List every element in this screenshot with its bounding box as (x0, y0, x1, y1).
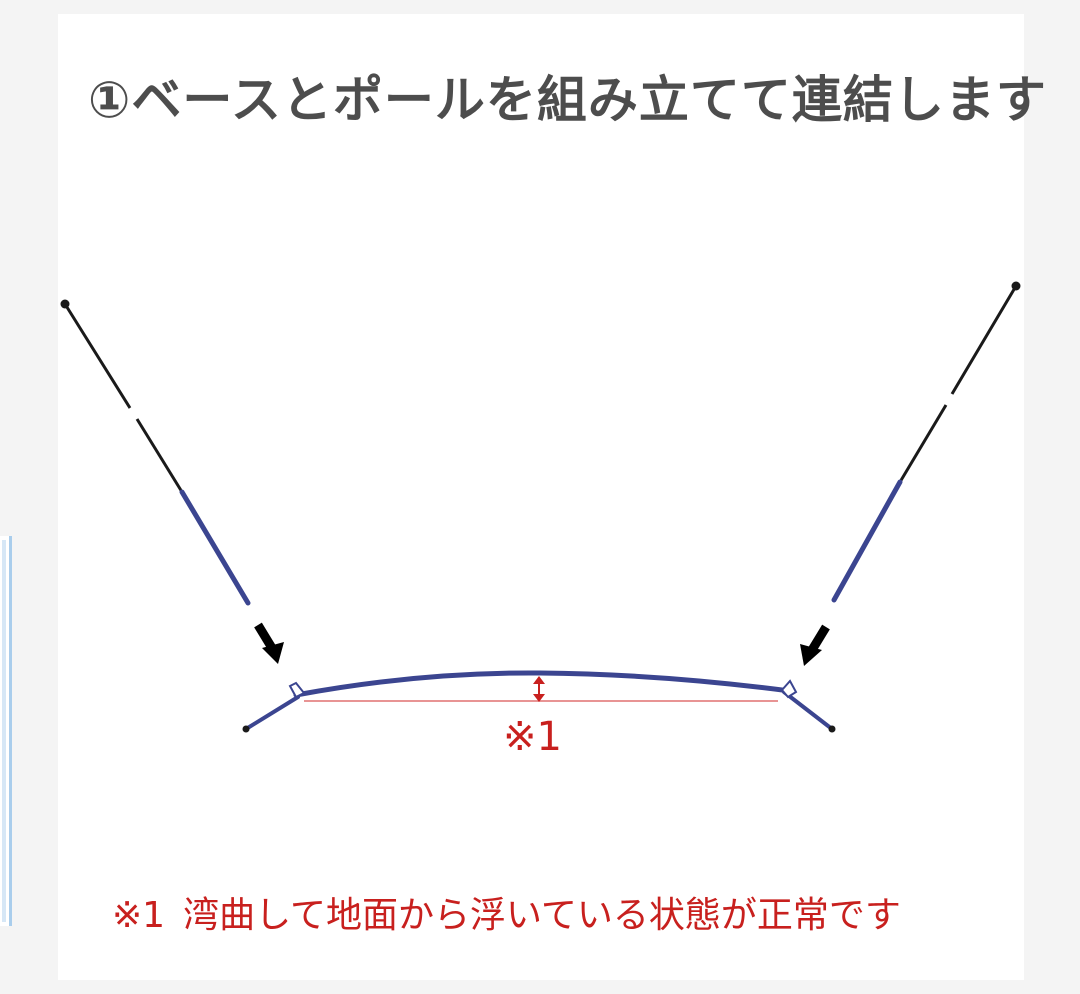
right-pole-tip (1011, 281, 1021, 291)
instruction-card: ①ベースとポールを組み立てて連結します (58, 14, 1046, 980)
left-pole-tip (60, 299, 70, 309)
page-title: ①ベースとポールを組み立てて連結します (88, 71, 1047, 129)
gap-indicator-arrow (533, 676, 545, 702)
note-marker: ※1 (503, 714, 562, 760)
footnote-reference: ※1 (112, 895, 166, 936)
footnote-text: 湾曲して地面から浮いている状態が正常です (183, 895, 901, 936)
right-insert-arrow (800, 624, 830, 666)
base-frame (242, 670, 836, 733)
left-pole (60, 299, 251, 606)
scrollbar[interactable] (0, 536, 12, 926)
footnote: ※1 湾曲して地面から浮いている状態が正常です (112, 886, 901, 938)
scrollbar-thumb[interactable] (2, 540, 6, 922)
left-insert-arrow (254, 622, 284, 664)
right-pole (831, 281, 1021, 603)
